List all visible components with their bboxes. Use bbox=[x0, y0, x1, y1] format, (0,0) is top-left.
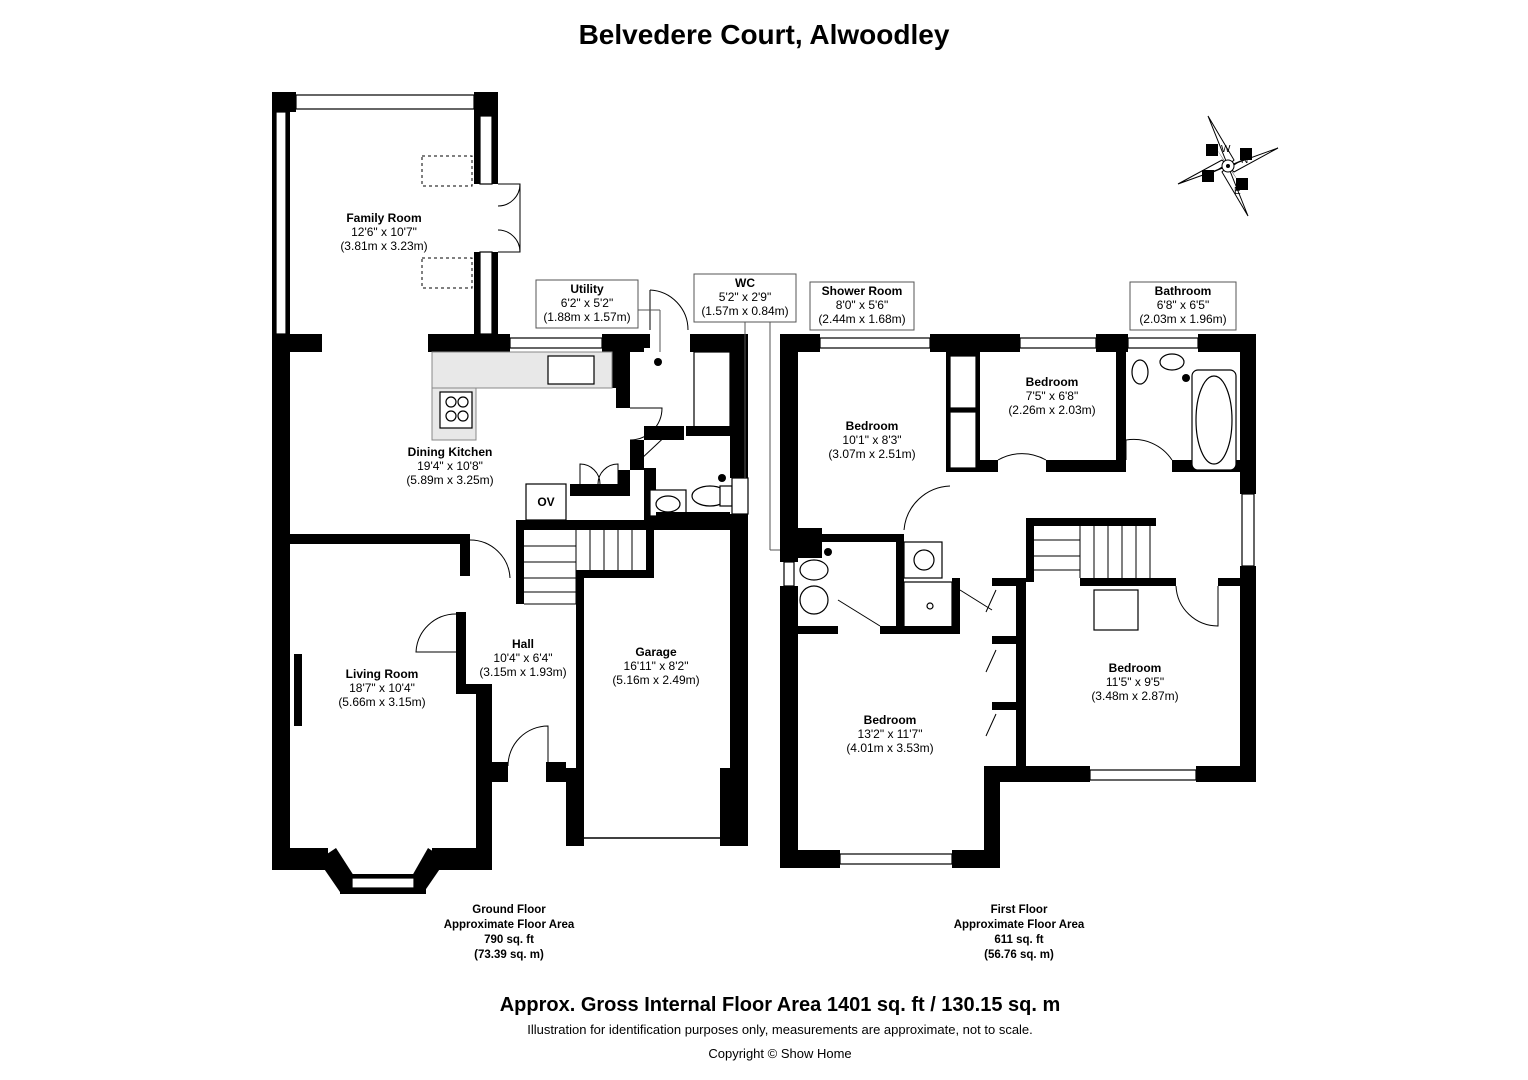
room-name-family-room: Family Room bbox=[346, 211, 421, 225]
room-imperial-family-room: 12'6" x 10'7" bbox=[351, 225, 417, 239]
room-imperial-bedroom-b: 7'5" x 6'8" bbox=[1026, 389, 1078, 403]
room-imperial-wc: 5'2" x 2'9" bbox=[719, 290, 771, 304]
room-imperial-bedroom-d: 13'2" x 11'7" bbox=[858, 727, 923, 741]
room-metric-garage: (5.16m x 2.49m) bbox=[612, 673, 699, 687]
first-floor-sqft: 611 sq. ft bbox=[994, 934, 1043, 946]
room-name-bathroom: Bathroom bbox=[1155, 284, 1212, 298]
floor-area-labels: Ground Floor Approximate Floor Area 790 … bbox=[444, 904, 1085, 961]
room-metric-bedroom-d: (4.01m x 3.53m) bbox=[846, 741, 933, 755]
room-imperial-utility: 6'2" x 5'2" bbox=[561, 296, 613, 310]
room-metric-bathroom: (2.03m x 1.96m) bbox=[1139, 312, 1226, 326]
gross-floor-area: Approx. Gross Internal Floor Area 1401 s… bbox=[500, 994, 1061, 1016]
compass-letter-e: E bbox=[1234, 186, 1241, 197]
room-name-living-room: Living Room bbox=[346, 667, 419, 681]
room-metric-living-room: (5.66m x 3.15m) bbox=[338, 695, 425, 709]
room-name-bedroom-d: Bedroom bbox=[864, 713, 917, 727]
ground-floor-plan: OV bbox=[272, 92, 749, 894]
oven-label: OV bbox=[537, 495, 554, 509]
ground-floor-sqm: (73.39 sq. m) bbox=[474, 949, 544, 961]
room-metric-family-room: (3.81m x 3.23m) bbox=[340, 239, 427, 253]
ground-floor-name: Ground Floor bbox=[472, 904, 546, 916]
first-floor-name: First Floor bbox=[991, 904, 1048, 916]
room-name-bedroom-c: Bedroom bbox=[1109, 661, 1162, 675]
compass-letter-s: S bbox=[1204, 172, 1211, 183]
ground-floor-sqft: 790 sq. ft bbox=[484, 934, 534, 946]
first-floor-plan bbox=[780, 334, 1256, 868]
room-metric-dining-kitchen: (5.89m x 3.25m) bbox=[406, 473, 493, 487]
room-metric-bedroom-a: (3.07m x 2.51m) bbox=[828, 447, 915, 461]
plan-title: Belvedere Court, Alwoodley bbox=[579, 19, 950, 50]
room-metric-wc: (1.57m x 0.84m) bbox=[701, 304, 788, 318]
room-imperial-dining-kitchen: 19'4" x 10'8" bbox=[417, 459, 483, 473]
first-floor-sqm: (56.76 sq. m) bbox=[984, 949, 1054, 961]
compass-rose-icon: W N S E bbox=[1177, 115, 1279, 217]
room-imperial-shower-room: 8'0" x 5'6" bbox=[836, 298, 888, 312]
room-name-dining-kitchen: Dining Kitchen bbox=[408, 445, 493, 459]
first-floor-area-label: Approximate Floor Area bbox=[954, 919, 1085, 931]
room-imperial-bedroom-a: 10'1" x 8'3" bbox=[842, 433, 901, 447]
copyright-text: Copyright © Show Home bbox=[708, 1046, 851, 1061]
room-metric-hall: (3.15m x 1.93m) bbox=[479, 665, 566, 679]
room-name-shower-room: Shower Room bbox=[822, 284, 903, 298]
disclaimer-text: Illustration for identification purposes… bbox=[527, 1022, 1033, 1037]
compass-letter-n: N bbox=[1241, 155, 1248, 166]
room-name-utility: Utility bbox=[570, 282, 604, 296]
room-name-hall: Hall bbox=[512, 637, 534, 651]
compass-letter-w: W bbox=[1221, 144, 1231, 155]
room-name-garage: Garage bbox=[635, 645, 677, 659]
rooflight-icon bbox=[421, 155, 473, 289]
room-metric-shower-room: (2.44m x 1.68m) bbox=[818, 312, 905, 326]
room-imperial-garage: 16'11" x 8'2" bbox=[624, 659, 689, 673]
room-imperial-living-room: 18'7" x 10'4" bbox=[349, 681, 415, 695]
room-metric-utility: (1.88m x 1.57m) bbox=[543, 310, 630, 324]
room-metric-bedroom-c: (3.48m x 2.87m) bbox=[1091, 689, 1178, 703]
room-name-bedroom-b: Bedroom bbox=[1026, 375, 1079, 389]
room-metric-bedroom-b: (2.26m x 2.03m) bbox=[1008, 403, 1095, 417]
room-imperial-bedroom-c: 11'5" x 9'5" bbox=[1106, 675, 1164, 689]
room-name-bedroom-a: Bedroom bbox=[846, 419, 899, 433]
room-labels: Family Room 12'6" x 10'7" (3.81m x 3.23m… bbox=[338, 211, 1237, 755]
ground-floor-area-label: Approximate Floor Area bbox=[444, 919, 575, 931]
room-imperial-bathroom: 6'8" x 6'5" bbox=[1157, 298, 1209, 312]
room-imperial-hall: 10'4" x 6'4" bbox=[493, 651, 552, 665]
room-name-wc: WC bbox=[735, 276, 755, 290]
